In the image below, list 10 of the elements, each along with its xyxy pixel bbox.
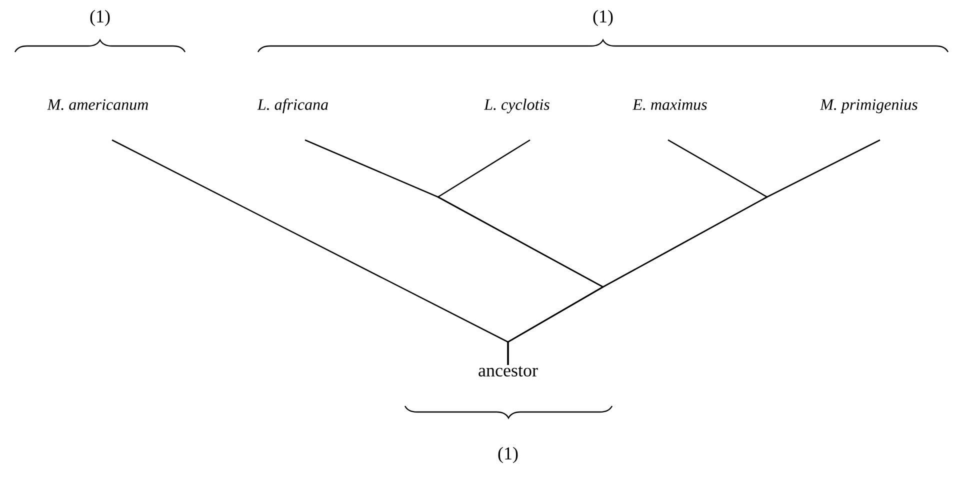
count-label: (1) <box>90 10 110 26</box>
count-label: (1) <box>593 10 613 26</box>
ancestor-label: ancestor <box>478 366 538 376</box>
species-name: M. americanum <box>47 99 148 110</box>
species-name: L. africana <box>257 98 328 114</box>
species-name: E. maximus <box>632 99 707 110</box>
count-label: (1) <box>498 446 518 464</box>
species-name: L. cyclotis <box>484 98 550 114</box>
species-name: M. primigenius <box>820 99 918 114</box>
tree-branch <box>507 139 880 365</box>
